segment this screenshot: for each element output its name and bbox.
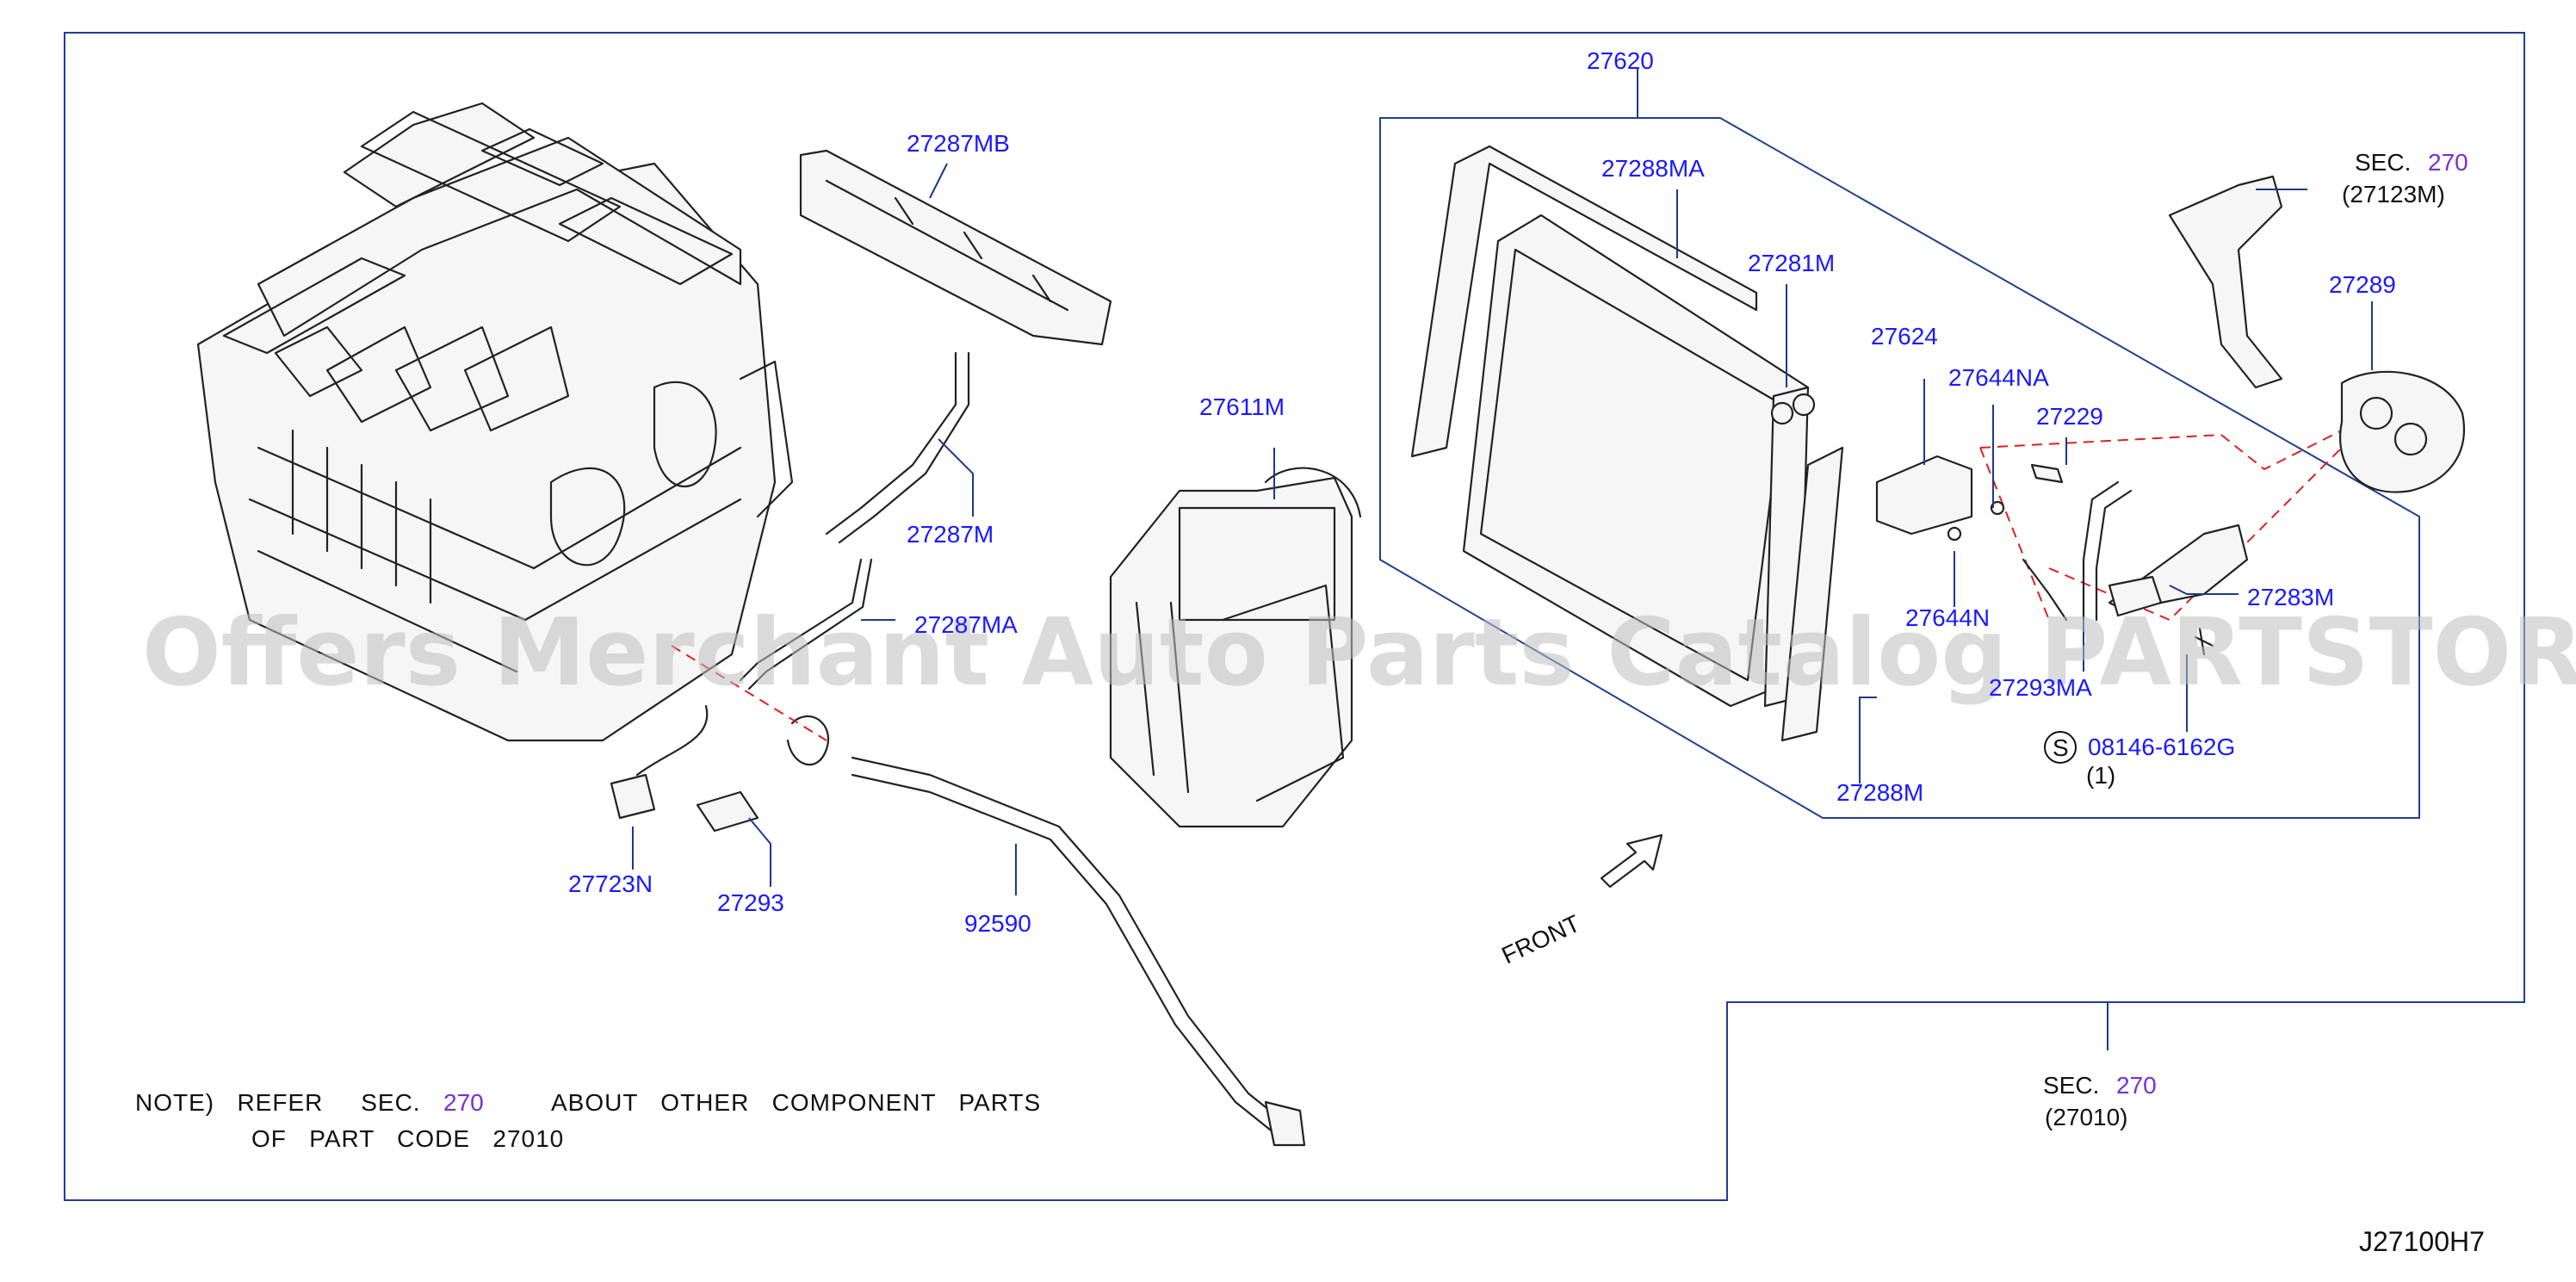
watermark: Offers Merchant Auto Parts Catalog PARTS… xyxy=(142,599,2576,707)
label-27288MA[interactable]: 27288MA xyxy=(1601,155,1705,182)
connector-27723N-drawing xyxy=(610,773,656,820)
label-08146-6162G[interactable]: 08146-6162G xyxy=(2088,734,2235,760)
assembly-line-right xyxy=(1979,412,2377,622)
outer-frame xyxy=(64,32,2525,1201)
bolt-27229-drawing xyxy=(2030,463,2064,484)
note-line1-prefix: NOTE) REFER SEC. xyxy=(135,1089,421,1116)
bolt-qty: (1) xyxy=(2086,762,2115,789)
label-27624[interactable]: 27624 xyxy=(1871,323,1938,350)
label-27287MB[interactable]: 27287MB xyxy=(907,130,1010,157)
sec-ref-1-num[interactable]: 270 xyxy=(2428,149,2468,176)
label-27620[interactable]: 27620 xyxy=(1587,47,1654,74)
evaporator-frame xyxy=(1379,117,2420,819)
expansion-valve-27624-drawing xyxy=(1875,455,1973,536)
label-27723N[interactable]: 27723N xyxy=(568,870,653,897)
leader-lines xyxy=(632,69,2373,1050)
label-27287M[interactable]: 27287M xyxy=(907,521,994,548)
label-27281M[interactable]: 27281M xyxy=(1748,250,1835,276)
diagram-code: J27100H7 xyxy=(2359,1226,2485,1257)
seal-27288M-drawing xyxy=(1780,446,1844,742)
note-sec-num[interactable]: 270 xyxy=(443,1089,484,1116)
drain-hose-92590-drawing xyxy=(851,756,1293,1138)
note-line1-suffix: ABOUT OTHER COMPONENT PARTS xyxy=(551,1089,1041,1116)
bracket-27123M-drawing xyxy=(2168,175,2283,389)
assembly-line-left xyxy=(671,645,827,741)
pipe-27293MA-drawing xyxy=(2082,480,2133,622)
bolt-symbol: S xyxy=(2053,734,2069,761)
duct-27287MB-drawing xyxy=(799,149,1112,346)
label-27644NA[interactable]: 27644NA xyxy=(1948,364,2049,391)
clip-27293-drawing xyxy=(696,790,759,833)
bolt-08146-drawing xyxy=(2194,627,2214,656)
note-line2: OF PART CODE 27010 xyxy=(251,1125,564,1152)
pipe-27287MA-drawing xyxy=(739,558,873,691)
label-27283M[interactable]: 27283M xyxy=(2247,584,2334,610)
sec-ref-2-prefix: SEC. xyxy=(2043,1072,2099,1099)
label-27289[interactable]: 27289 xyxy=(2329,271,2396,298)
label-92590[interactable]: 92590 xyxy=(964,910,1031,937)
grommet-27289-drawing xyxy=(2339,370,2465,493)
label-27287MA[interactable]: 27287MA xyxy=(914,611,1018,638)
sec-ref-1-prefix: SEC. xyxy=(2355,149,2411,176)
pipe-27287M-drawing xyxy=(825,351,970,544)
blower-casing-drawing xyxy=(1109,467,1362,828)
heater-unit-drawing xyxy=(196,102,794,742)
bolt-symbol-circle xyxy=(2044,731,2077,764)
label-27611M[interactable]: 27611M xyxy=(1199,393,1285,420)
sec-ref-2-sub: (27010) xyxy=(2045,1104,2128,1130)
front-arrow-icon xyxy=(1600,833,1663,889)
label-27293[interactable]: 27293 xyxy=(717,889,784,916)
seal-27288MA-drawing xyxy=(1410,145,1758,458)
label-27229[interactable]: 27229 xyxy=(2036,403,2103,430)
sec-ref-2-num[interactable]: 270 xyxy=(2116,1072,2157,1099)
label-27644N[interactable]: 27644N xyxy=(1905,604,1990,631)
label-27288M[interactable]: 27288M xyxy=(1836,779,1923,806)
label-27293MA[interactable]: 27293MA xyxy=(1989,674,2092,701)
front-label: FRONT xyxy=(1497,910,1584,969)
sec-ref-1-sub: (27123M) xyxy=(2342,181,2445,207)
